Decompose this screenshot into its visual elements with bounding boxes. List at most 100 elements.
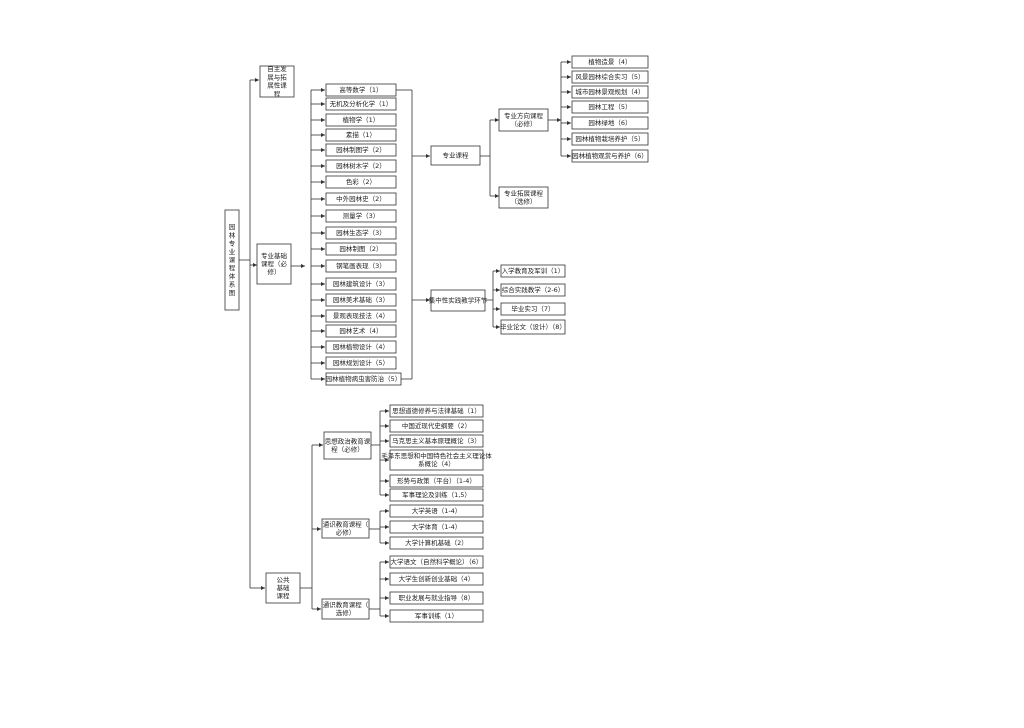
major-basic-course-0: 高等数学（1） bbox=[325, 83, 397, 97]
root-node-label: 图 bbox=[229, 289, 236, 297]
major-basic-course-3-label: 素描（1） bbox=[346, 130, 376, 139]
practice-course-3-box bbox=[500, 319, 566, 335]
ideological-course-0-box bbox=[389, 404, 484, 418]
major-basic-course-10-box bbox=[325, 242, 397, 256]
ideological-course-0-label: 思想道德修养与法律基础（1） bbox=[392, 406, 481, 415]
general-elective-course-3-label: 军事训练（1） bbox=[415, 611, 458, 620]
top-branch-node-label: 展性课 bbox=[267, 81, 287, 90]
major-basic-course-11: 钢笔画表现（3） bbox=[325, 259, 397, 273]
major-basic-course-8: 测量学（3） bbox=[325, 209, 397, 223]
compulsory-course-6-box bbox=[571, 149, 649, 163]
major-basic-course-16-box bbox=[325, 340, 397, 354]
top-branch-node-label: 展与拓 bbox=[267, 72, 287, 81]
practice-course-3-label: 毕业论文（设计）（8） bbox=[500, 322, 566, 331]
general-elective-course-3-box bbox=[389, 609, 484, 623]
public-node-label: 基础 bbox=[277, 583, 291, 592]
major-basic-course-14: 景观表现技法（4） bbox=[325, 309, 397, 323]
compulsory-course-3-label: 园林工程（5） bbox=[588, 102, 631, 111]
major-basic-course-10: 园林制图（2） bbox=[325, 242, 397, 256]
practice-course-1-box bbox=[500, 283, 566, 297]
professional-node: 专业课程 bbox=[430, 145, 481, 166]
compulsory-course-5: 园林植物栽培养护（5） bbox=[571, 132, 649, 146]
public-node-label: 公共 bbox=[277, 575, 291, 584]
ideological-course-2: 马克思主义基本原理概论（3） bbox=[389, 434, 484, 448]
major-basic-course-16: 园林植物设计（4） bbox=[325, 340, 397, 354]
general-elective-course-1: 大学生创新创业基础（4） bbox=[389, 572, 484, 586]
general-elective-course-0-label: 大学语文（自然科学概论）（6） bbox=[391, 557, 483, 566]
ideological-course-1-box bbox=[389, 419, 484, 433]
major-basic-course-0-label: 高等数学（1） bbox=[339, 85, 382, 94]
major-basic-course-10-label: 园林制图（2） bbox=[339, 244, 382, 253]
elective-node-box bbox=[498, 186, 549, 209]
compulsory-course-5-label: 园林植物栽培养护（5） bbox=[575, 134, 644, 143]
compulsory-course-0: 植物造景（4） bbox=[571, 55, 649, 69]
root-node-label: 业 bbox=[229, 247, 236, 256]
major-basic-course-13-box bbox=[325, 293, 397, 307]
major-basic-node-label: 课程（必 bbox=[261, 259, 288, 268]
ideological-course-4-label: 形势与政策（平台）（1-4） bbox=[397, 476, 476, 485]
major-basic-course-17: 园林规划设计（5） bbox=[325, 356, 397, 370]
elective-node-label: （选修） bbox=[511, 197, 537, 206]
root-node-label: 园 bbox=[229, 223, 236, 231]
general-elective-course-1-label: 大学生创新创业基础（4） bbox=[399, 574, 475, 583]
ideological-course-5: 军事理论及训练（1,5） bbox=[389, 488, 484, 502]
major-basic-course-7: 中外园林史（2） bbox=[325, 192, 397, 206]
general-elective-course-0: 大学语文（自然科学概论）（6） bbox=[389, 555, 484, 569]
elective-node-label: 专业拓展课程 bbox=[504, 188, 544, 197]
compulsory-course-4-box bbox=[571, 116, 649, 130]
general-required-course-2-label: 大学计算机基础（2） bbox=[405, 538, 468, 547]
major-basic-course-2-label: 植物学（1） bbox=[343, 115, 380, 124]
root-node-label: 林 bbox=[229, 230, 236, 239]
major-basic-course-14-label: 景观表现技法（4） bbox=[333, 311, 389, 320]
general-elective-course-0-box bbox=[389, 555, 484, 569]
major-basic-course-3: 素描（1） bbox=[325, 128, 397, 142]
compulsory-node-box bbox=[498, 108, 549, 132]
major-basic-course-9-label: 园林生态学（3） bbox=[336, 228, 386, 237]
major-basic-course-14-box bbox=[325, 309, 397, 323]
general-elective-node-box bbox=[321, 598, 370, 620]
professional-node-box bbox=[430, 145, 481, 166]
practice-course-2: 毕业实习（7） bbox=[500, 302, 566, 316]
root-node-label: 专 bbox=[229, 239, 236, 248]
major-basic-course-5-box bbox=[325, 159, 397, 173]
compulsory-course-0-label: 植物造景（4） bbox=[588, 57, 631, 66]
major-basic-course-6-label: 色彩（2） bbox=[346, 177, 376, 186]
practice-course-1-label: 综合实践教学（2-6） bbox=[502, 285, 565, 294]
compulsory-node: 专业方向课程（必修） bbox=[498, 108, 549, 132]
ideological-course-3-label: 毛泽东思想和中国特色社会主义理论体 bbox=[381, 451, 492, 460]
top-branch-node-label: 程 bbox=[274, 89, 281, 98]
major-basic-course-15-label: 园林艺术（4） bbox=[339, 326, 382, 335]
general-elective-course-2: 职业发展与就业指导（8） bbox=[389, 591, 484, 605]
major-basic-course-18: 园林植物病虫害防治（5） bbox=[325, 372, 402, 386]
major-basic-course-11-box bbox=[325, 259, 397, 273]
major-basic-course-2: 植物学（1） bbox=[325, 113, 397, 127]
practice-node-box bbox=[430, 289, 486, 312]
general-required-course-2: 大学计算机基础（2） bbox=[389, 536, 484, 550]
top-branch-node-box bbox=[259, 65, 295, 98]
major-basic-course-18-box bbox=[325, 372, 402, 386]
general-required-node-label: 必修） bbox=[336, 528, 356, 537]
root-node-label: 系 bbox=[229, 280, 236, 289]
major-basic-course-1: 无机及分析化学（1） bbox=[325, 97, 397, 111]
general-required-course-1-box bbox=[389, 520, 484, 534]
ideological-course-4: 形势与政策（平台）（1-4） bbox=[389, 474, 484, 488]
compulsory-course-0-box bbox=[571, 55, 649, 69]
ideological-course-0: 思想道德修养与法律基础（1） bbox=[389, 404, 484, 418]
major-basic-course-4-label: 园林制图学（2） bbox=[336, 145, 386, 154]
major-basic-course-0-box bbox=[325, 83, 397, 97]
compulsory-node-label: （必修） bbox=[511, 119, 537, 128]
general-required-course-1: 大学体育（1-4） bbox=[389, 520, 484, 534]
major-basic-course-1-box bbox=[325, 97, 397, 111]
general-required-node-label: 通识教育课程（ bbox=[323, 519, 369, 528]
major-basic-course-18-label: 园林植物病虫害防治（5） bbox=[326, 374, 402, 383]
major-basic-course-7-box bbox=[325, 192, 397, 206]
practice-course-0-label: 入学教育及军训（1） bbox=[502, 266, 565, 275]
practice-course-0-box bbox=[500, 264, 566, 278]
ideological-course-3-box bbox=[389, 449, 484, 471]
practice-course-2-label: 毕业实习（7） bbox=[511, 304, 554, 313]
practice-node: 集中性实践教学环节 bbox=[429, 289, 488, 312]
